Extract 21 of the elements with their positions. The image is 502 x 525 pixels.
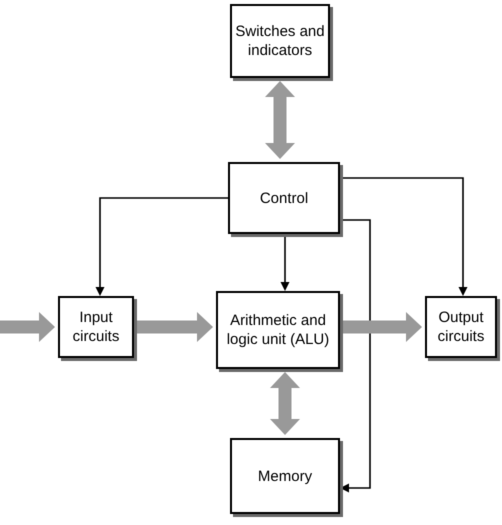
block-box [230,4,330,78]
block-box [425,296,497,358]
block-box [228,162,340,234]
block-label: Arithmetic and logic unit (ALU) [226,311,330,349]
block-arrow [270,372,300,435]
block-arrow [0,312,55,342]
arrow [96,197,228,296]
block-label: Output circuits [436,308,486,346]
block-arrow [265,81,295,159]
block-label: Input circuits [72,308,120,346]
block-arrow [343,312,422,342]
arrow [340,219,371,492]
block-box [230,438,340,514]
block-box [58,296,134,358]
block-arrow [137,312,213,342]
arrow [340,177,468,296]
block-label: Memory [258,466,312,486]
arrow [280,234,290,291]
block-label: Switches and indicators [234,22,326,60]
block-label: Control [260,188,308,208]
block-box [216,291,340,369]
